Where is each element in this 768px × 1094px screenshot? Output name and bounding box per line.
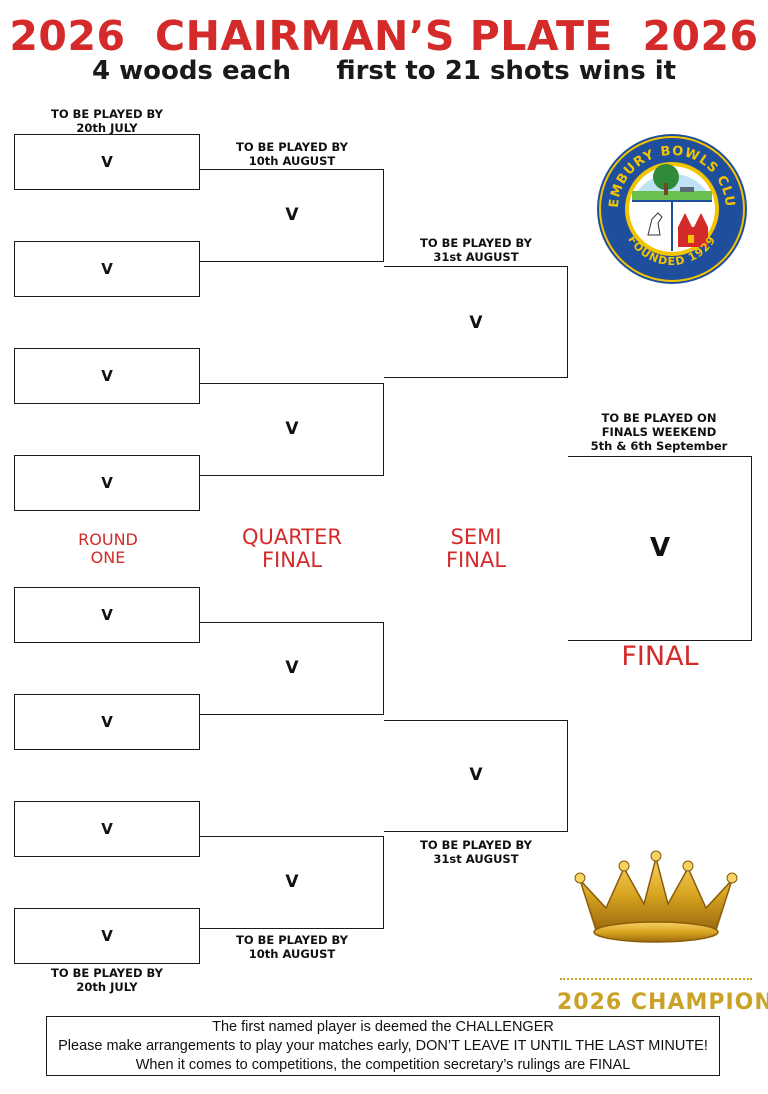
club-logo: PEMBURY BOWLS CLUB FOUNDED 1929 [596,133,748,285]
quarter-match-2[interactable]: V [200,414,384,444]
page-title: 2026 CHAIRMAN’S PLATE 2026 [0,12,768,60]
footer-line-3: When it comes to competitions, the compe… [47,1056,719,1075]
footer-notice: The first named player is deemed the CHA… [46,1016,720,1076]
quarter-date-top: TO BE PLAYED BY 10th AUGUST [214,140,370,168]
semi-date-bottom: TO BE PLAYED BY 31st AUGUST [398,838,554,866]
round-one-match-7[interactable]: V [14,801,200,857]
semi-final-label: SEMI FINAL [398,526,554,572]
quarter-match-4[interactable]: V [200,867,384,897]
round-one-match-3[interactable]: V [14,348,200,404]
champion-label: 2026 CHAMPION [557,990,757,1015]
round-one-match-1[interactable]: V [14,134,200,190]
footer-line-1: The first named player is deemed the CHA… [47,1018,719,1037]
quarter-date-bottom: TO BE PLAYED BY 10th AUGUST [214,933,370,961]
champion-divider [560,978,752,980]
quarter-final-label: QUARTER FINAL [214,526,370,572]
round-one-match-4[interactable]: V [14,455,200,511]
page-subtitle: 4 woods each first to 21 shots wins it [0,56,768,86]
semi-date-top: TO BE PLAYED BY 31st AUGUST [398,236,554,264]
final-label: FINAL [568,642,752,672]
semi-match-1[interactable]: V [384,308,568,338]
quarter-match-1[interactable]: V [200,200,384,230]
round-one-date-bottom: TO BE PLAYED BY 20th JULY [30,966,184,994]
round-one-date-top: TO BE PLAYED BY 20th JULY [30,107,184,135]
semi-match-2[interactable]: V [384,760,568,790]
round-one-match-2[interactable]: V [14,241,200,297]
final-date: TO BE PLAYED ON FINALS WEEKEND 5th & 6th… [578,411,740,453]
round-one-label: ROUND ONE [40,531,176,566]
final-match[interactable]: V [568,530,752,566]
round-one-match-6[interactable]: V [14,694,200,750]
footer-line-2: Please make arrangements to play your ma… [47,1037,719,1056]
round-one-match-5[interactable]: V [14,587,200,643]
crown-icon [566,846,746,946]
quarter-match-3[interactable]: V [200,653,384,683]
round-one-match-8[interactable]: V [14,908,200,964]
